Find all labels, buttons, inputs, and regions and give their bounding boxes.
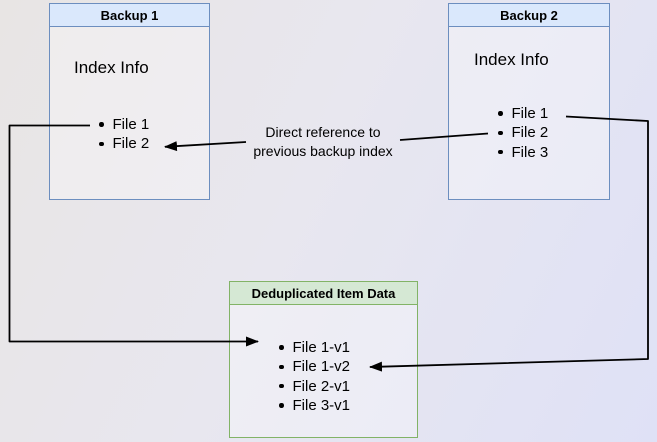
bullet-icon [279,345,284,350]
bullet-icon [498,111,503,116]
backup2-subtitle: Index Info [474,50,549,69]
list-item-label: File 3-v1 [292,397,351,415]
backup1-subtitle: Index Info [74,58,149,77]
list-item-label: File 1 [112,116,150,134]
list-item-label: File 2 [511,124,549,142]
backup2-box: Backup 2 Index Info File 1 File 2 File 3 [448,3,610,200]
list-item: File 2 [99,134,149,153]
reference-annotation-line2: previous backup index [253,142,393,159]
list-item: File 1 [99,115,149,134]
dedup-box: Deduplicated Item Data File 1-v1 File 1-… [229,281,418,438]
reference-annotation: Direct reference to previous backup inde… [243,123,403,160]
dedup-title: Deduplicated Item Data [230,282,417,305]
reference-annotation-line1: Direct reference to [265,124,381,140]
backup1-box: Backup 1 Index Info File 1 File 2 [49,3,210,200]
list-item: File 3 [498,143,548,162]
list-item-label: File 3 [511,143,549,161]
bullet-icon [99,141,104,147]
list-item-label: File 1-v2 [292,358,351,376]
bullet-icon [498,130,503,136]
list-item-label: File 2 [112,135,150,153]
list-item-label: File 1-v1 [292,339,351,357]
list-item-label: File 2-v1 [292,377,351,395]
dedup-file-list: File 1-v1 File 1-v2 File 2-v1 File 3-v1 [279,338,350,415]
backup1-title: Backup 1 [50,4,209,27]
list-item: File 1 [498,104,548,123]
list-item-label: File 1 [511,105,549,123]
backup2-file-list: File 1 File 2 File 3 [498,104,548,162]
list-item: File 1-v1 [279,338,350,357]
list-item: File 1-v2 [279,357,350,376]
bullet-icon [279,383,284,389]
list-item: File 3-v1 [279,396,350,415]
backup2-title: Backup 2 [449,4,609,27]
list-item: File 2-v1 [279,377,350,396]
backup1-file-list: File 1 File 2 [99,115,149,154]
bullet-icon [99,122,104,127]
bullet-icon [498,149,503,155]
bullet-icon [279,364,284,370]
list-item: File 2 [498,123,548,142]
bullet-icon [279,403,284,408]
